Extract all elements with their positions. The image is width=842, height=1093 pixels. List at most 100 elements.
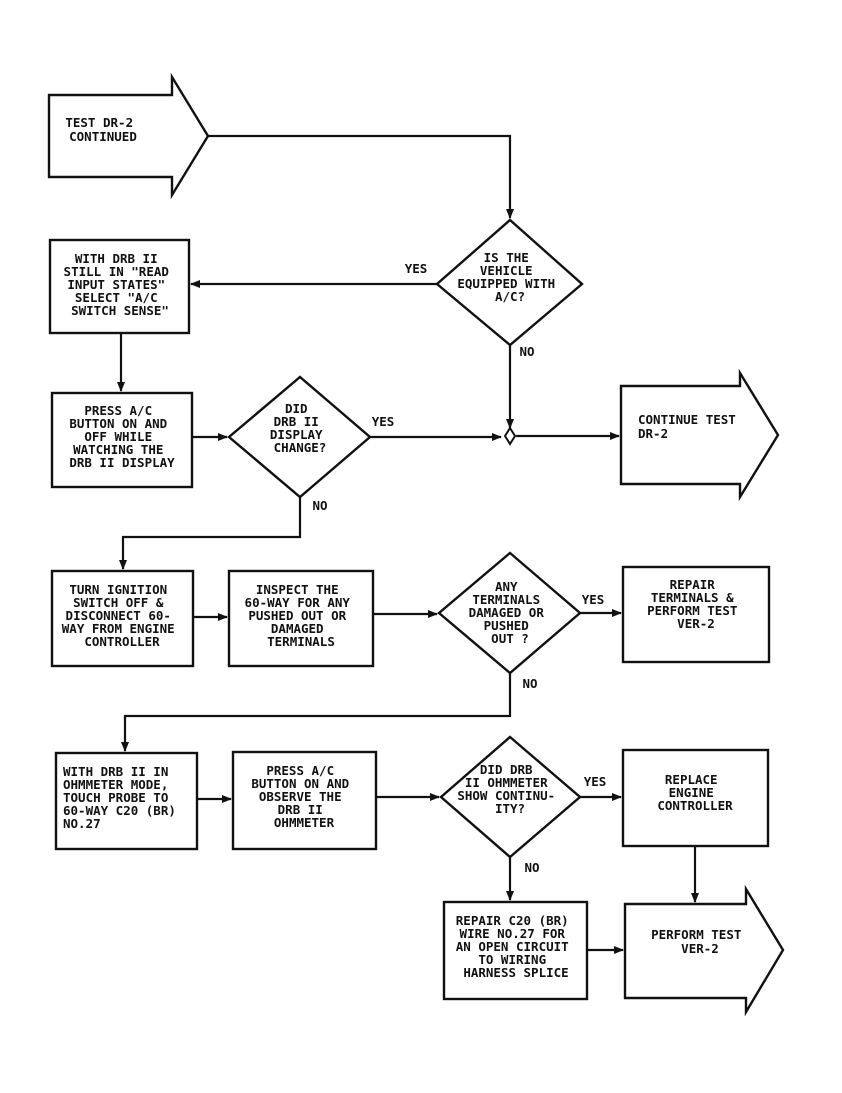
box-read-input-line: STILL IN "READ — [64, 264, 169, 279]
box-ohmmeter-mode-line: OHMMETER MODE, — [63, 777, 168, 792]
box-ohmmeter-mode-shape — [54, 751, 199, 851]
box-repair-wire-line: AN OPEN CIRCUIT — [456, 939, 569, 954]
continue-arrow-text: CONTINUE TEST DR-2 — [638, 412, 743, 441]
decision-continuity-line: SHOW CONTINU- — [457, 788, 555, 803]
box-press-observe-line: PRESS A/C — [266, 763, 334, 778]
box-press-ac-line: DRB II DISPLAY — [69, 455, 175, 470]
start-arrow-shape — [47, 72, 210, 200]
box-ignition-off-line: CONTROLLER — [84, 634, 160, 649]
box-read-input-line: WITH DRB II — [75, 251, 158, 266]
decision-equipped-text: IS THE VEHICLE EQUIPPED WITH A/C? — [457, 250, 562, 304]
box-read-input-shape — [48, 238, 191, 335]
box-repair-wire-text: REPAIR C20 (BR) WIRE NO.27 FOR AN OPEN C… — [456, 913, 576, 980]
continue-arrow-line: DR-2 — [638, 426, 668, 441]
box-replace-text: REPLACE ENGINE CONTROLLER — [657, 772, 733, 813]
no-label-continuity: NO — [524, 860, 539, 875]
box-ohmmeter-mode-line: NO.27 — [63, 816, 101, 831]
box-read-input-line: INPUT STATES" — [67, 277, 165, 292]
decision-continuity-line: DID DRB — [480, 762, 533, 777]
box-repair-wire-line: WIRE NO.27 FOR — [460, 926, 566, 941]
box-repair-wire-line: HARNESS SPLICE — [463, 965, 568, 980]
box-repair-wire-line: TO WIRING — [478, 952, 546, 967]
end-arrow-text: PERFORM TEST VER-2 — [651, 927, 749, 956]
decision-display-change-line: CHANGE? — [274, 440, 327, 455]
junction-diamond — [503, 426, 517, 446]
box-ignition-off-shape — [50, 569, 195, 668]
box-inspect-line: 60-WAY FOR ANY — [245, 595, 351, 610]
box-repair-terminals-text: REPAIR TERMINALS & PERFORM TEST VER-2 — [647, 577, 745, 631]
decision-equipped-line: IS THE — [484, 250, 529, 265]
box-press-observe-line: DRB II — [278, 802, 323, 817]
no-label-equipped: NO — [519, 344, 534, 359]
decision-terminals-line: DAMAGED OR — [469, 605, 545, 620]
decision-display-change-text: DID DRB II DISPLAY CHANGE? — [270, 401, 330, 455]
box-inspect-line: DAMAGED — [271, 621, 324, 636]
decision-terminals-line: ANY — [495, 579, 518, 594]
box-ignition-off-text: TURN IGNITION SWITCH OFF & DISCONNECT 60… — [62, 582, 182, 649]
box-replace-line: ENGINE — [669, 785, 714, 800]
box-press-ac-line: PRESS A/C — [84, 403, 152, 418]
connector-display-no — [119, 497, 302, 570]
yes-label-terminals: YES — [582, 592, 605, 607]
decision-equipped-line: A/C? — [495, 289, 525, 304]
box-press-observe-line: OHMMETER — [274, 815, 335, 830]
box-press-ac-shape — [50, 391, 194, 489]
box-press-observe-text: PRESS A/C BUTTON ON AND OBSERVE THE DRB … — [251, 763, 356, 830]
no-label-display: NO — [312, 498, 327, 513]
box-inspect-line: PUSHED OUT OR — [248, 608, 346, 623]
box-ohmmeter-mode-line: WITH DRB II IN — [63, 764, 168, 779]
box-press-ac-line: OFF WHILE — [84, 429, 152, 444]
decision-display-change-line: DISPLAY — [270, 427, 323, 442]
box-repair-terminals-line: TERMINALS & — [651, 590, 734, 605]
start-arrow-text: TEST DR-2 CONTINUED — [65, 115, 140, 144]
continue-arrow-line: CONTINUE TEST — [638, 412, 736, 427]
decision-display-change-line: DID — [285, 401, 308, 416]
decision-display-change-line: DRB II — [274, 414, 319, 429]
box-press-observe-line: OBSERVE THE — [259, 789, 342, 804]
box-ignition-off-line: SWITCH OFF & — [73, 595, 164, 610]
box-ignition-off-line: DISCONNECT 60- — [66, 608, 171, 623]
box-replace-line: CONTROLLER — [657, 798, 733, 813]
box-repair-wire-shape — [442, 900, 589, 1001]
decision-terminals-line: PUSHED — [484, 618, 529, 633]
decision-terminals-text: ANY TERMINALS DAMAGED OR PUSHED OUT ? — [469, 579, 552, 646]
decision-continuity-line: II OHMMETER — [465, 775, 548, 790]
box-inspect-shape — [227, 569, 375, 668]
end-arrow-shape — [623, 884, 785, 1017]
decision-continuity-text: DID DRB II OHMMETER SHOW CONTINU- ITY? — [457, 762, 562, 816]
box-ohmmeter-mode-text: WITH DRB II IN OHMMETER MODE, TOUCH PROB… — [63, 764, 183, 831]
decision-terminals-line: OUT ? — [491, 631, 529, 646]
box-press-ac-line: WATCHING THE — [73, 442, 163, 457]
decision-continuity-line: ITY? — [495, 801, 525, 816]
no-label-terminals: NO — [522, 676, 537, 691]
yes-label-display: YES — [372, 414, 395, 429]
box-ohmmeter-mode-line: 60-WAY C20 (BR) — [63, 803, 176, 818]
end-arrow-line: VER-2 — [681, 941, 719, 956]
box-read-input-line: SWITCH SENSE" — [71, 303, 169, 318]
box-replace-line: REPLACE — [665, 772, 718, 787]
box-repair-terminals-line: VER-2 — [677, 616, 715, 631]
end-arrow-line: PERFORM TEST — [651, 927, 741, 942]
decision-terminals-line: TERMINALS — [472, 592, 540, 607]
start-arrow-line: CONTINUED — [69, 129, 137, 144]
start-arrow-line: TEST DR-2 — [65, 115, 133, 130]
box-ohmmeter-mode-line: TOUCH PROBE TO — [63, 790, 168, 805]
connector-terminals-no — [121, 673, 512, 752]
box-repair-wire-line: REPAIR C20 (BR) — [456, 913, 569, 928]
box-press-ac-text: PRESS A/C BUTTON ON AND OFF WHILE WATCHI… — [69, 403, 175, 470]
box-ignition-off-line: WAY FROM ENGINE — [62, 621, 175, 636]
box-read-input-text: WITH DRB II STILL IN "READ INPUT STATES"… — [64, 251, 177, 318]
yes-label-equipped: YES — [405, 261, 428, 276]
box-ignition-off-line: TURN IGNITION — [69, 582, 167, 597]
box-repair-terminals-shape — [621, 565, 771, 664]
box-press-observe-shape — [231, 750, 378, 851]
box-repair-terminals-line: PERFORM TEST — [647, 603, 737, 618]
box-inspect-line: TERMINALS — [267, 634, 335, 649]
box-press-observe-line: BUTTON ON AND — [251, 776, 349, 791]
decision-equipped-line: EQUIPPED WITH — [457, 276, 555, 291]
box-read-input-line: SELECT "A/C — [75, 290, 158, 305]
box-replace-shape — [621, 748, 770, 848]
connector-start-to-equipped — [208, 134, 514, 219]
box-inspect-text: INSPECT THE 60-WAY FOR ANY PUSHED OUT OR… — [245, 582, 358, 649]
